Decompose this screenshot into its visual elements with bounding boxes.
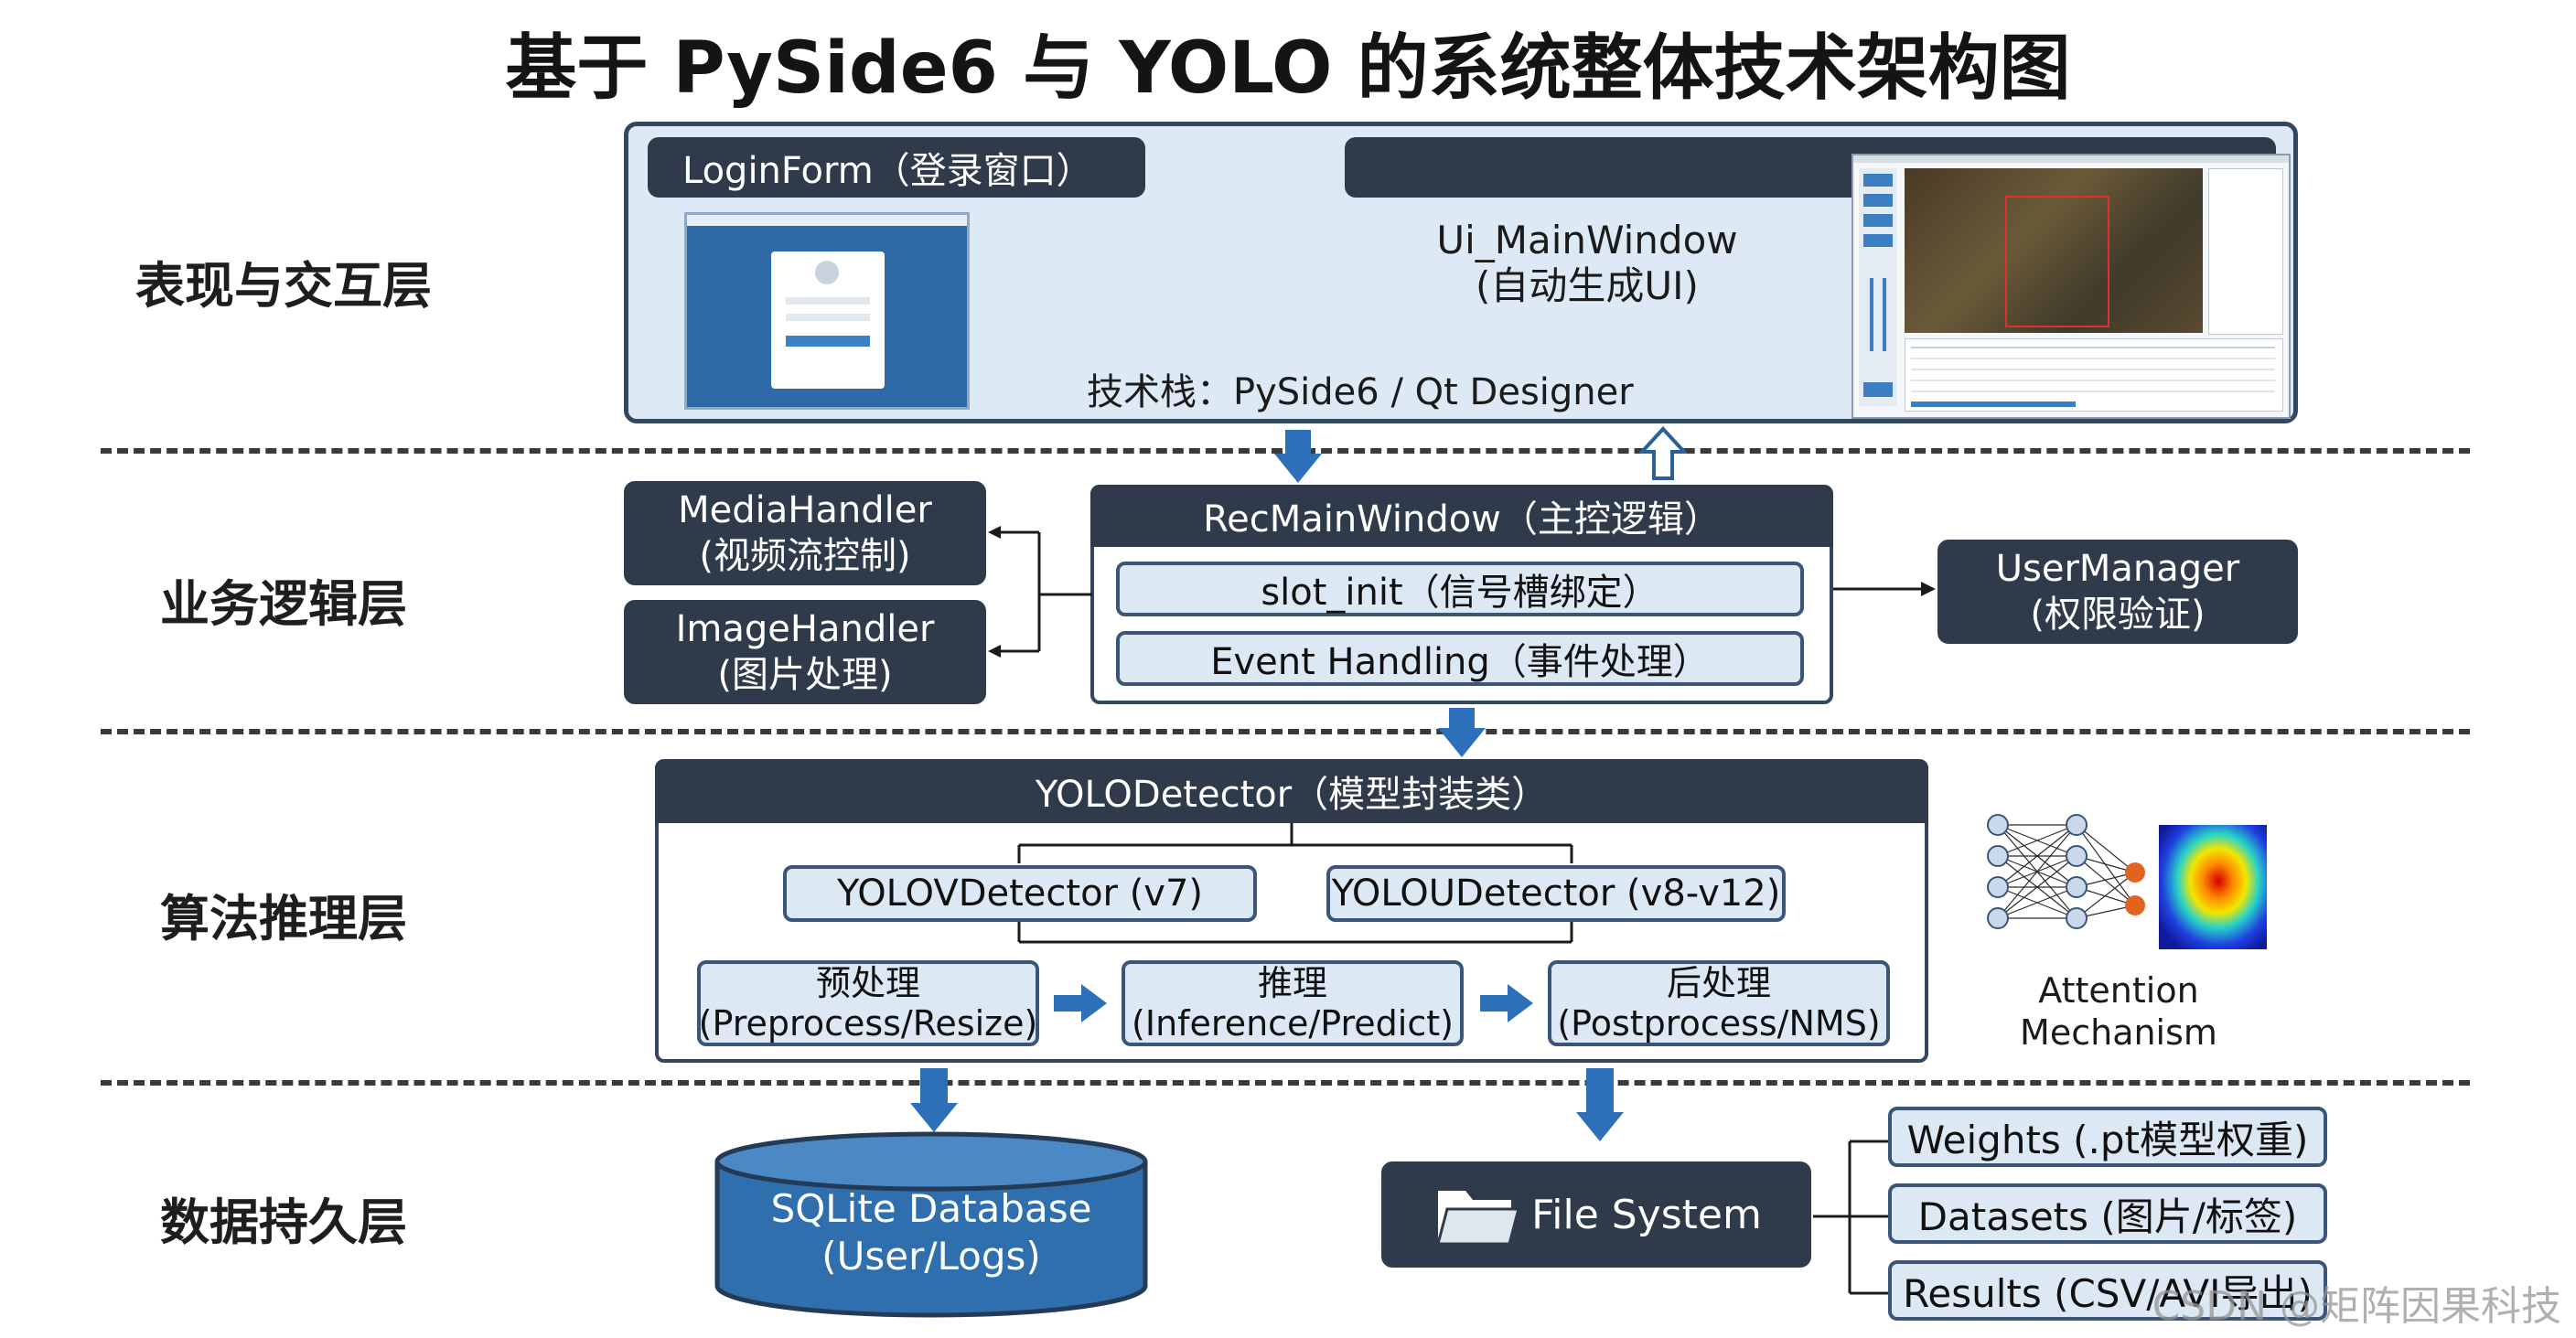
arrow-down-icon [1576,1112,1624,1141]
arrow-down-shaft [1449,708,1475,728]
layer-divider [101,1080,2470,1086]
file-system-label: File System [1531,1191,1762,1238]
yolou-detector-box: YOLOUDetector (v8-v12) [1326,865,1786,922]
results-box: Results (CSV/AVI导出) [1888,1260,2327,1321]
avatar-icon [815,261,839,284]
sqlite-database-cylinder [714,1131,1148,1318]
yolov-detector-box: YOLOVDetector (v7) [783,865,1257,922]
folder-icon [1436,1191,1520,1246]
arrow-down-icon [910,1103,958,1132]
neural-network-icon [1987,814,2267,949]
layer-divider [101,729,2470,734]
layer-label-business: 业务逻辑层 [160,575,407,633]
inference-box: 推理 (Inference/Predict) [1122,960,1464,1046]
slot-init-box: slot_init（信号槽绑定） [1116,562,1804,616]
arrow-right-icon [1480,984,1533,1022]
attention-label: Attention Mechanism [2020,970,2217,1053]
arrow-down-icon [1438,728,1486,757]
detection-preview [1905,168,2203,333]
sqlite-database-label: SQLite Database (User/Logs) [770,1186,1092,1279]
file-system-connector [1813,1140,1888,1295]
image-handler-box: ImageHandler (图片处理) [624,600,986,704]
user-manager-connector [1833,582,1936,596]
main-window-thumbnail [1852,154,2291,419]
main-window-label: Ui_MainWindow (自动生成UI) [1436,218,1738,308]
event-handling-box: Event Handling（事件处理） [1116,631,1804,686]
arrow-down-shaft [1285,430,1311,454]
rec-main-window-header: RecMainWindow（主控逻辑） [1090,485,1833,547]
user-manager-box: UserManager (权限验证) [1937,540,2298,644]
arrow-right-icon [1054,984,1107,1022]
watermark: CSDN @矩阵因果科技 [2152,1283,2561,1330]
attention-heatmap [2159,825,2267,949]
diagram-title: 基于 PySide6 与 YOLO 的系统整体技术架构图 [505,27,2071,110]
login-form-header: LoginForm（登录窗口） [648,137,1145,198]
yolo-detector-header: YOLODetector（模型封装类） [655,759,1928,823]
login-window-thumbnail [684,212,970,410]
layer-label-algorithm: 算法推理层 [160,890,407,947]
preprocess-box: 预处理 (Preprocess/Resize) [697,960,1039,1046]
detector-connector [1017,823,1573,944]
arrow-down-icon [1274,454,1322,483]
datasets-box: Datasets (图片/标签) [1888,1183,2327,1244]
arrow-down-shaft [920,1068,948,1105]
postprocess-box: 后处理 (Postprocess/NMS) [1548,960,1890,1046]
arrow-down-shaft [1586,1068,1614,1114]
arrow-up-outline-icon [1639,426,1687,480]
layer-label-persistence: 数据持久层 [160,1193,407,1251]
media-handler-box: MediaHandler (视频流控制) [624,481,986,585]
weights-box: Weights (.pt模型权重) [1888,1107,2327,1167]
handler-connector [988,526,1092,658]
layer-label-presentation: 表现与交互层 [135,257,432,315]
tech-stack-label: 技术栈：PySide6 / Qt Designer [1087,371,1634,413]
